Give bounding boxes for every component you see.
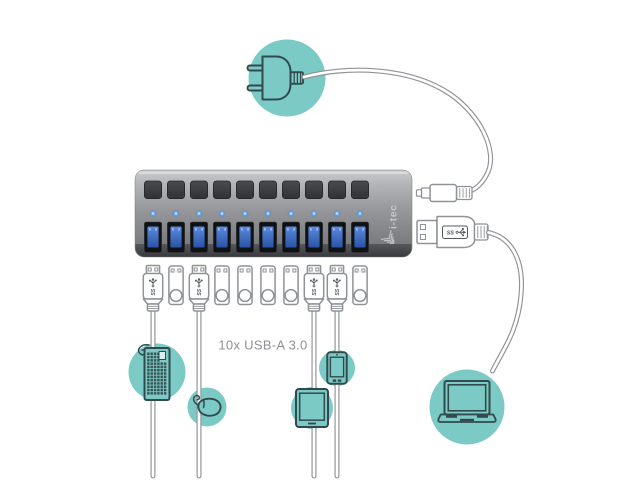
usb-port xyxy=(350,221,369,253)
mouse-icon xyxy=(192,394,222,417)
usb-plug-empty xyxy=(283,265,299,306)
usb-plug-empty xyxy=(260,265,276,306)
led-indicator xyxy=(172,209,180,218)
hub-ports xyxy=(144,221,369,253)
usb-plug-empty xyxy=(214,265,230,306)
hub-top-highlight xyxy=(139,171,408,175)
usb-port xyxy=(281,221,300,253)
usb-port xyxy=(144,221,163,253)
usb-port xyxy=(213,221,232,253)
hub-button xyxy=(166,180,185,200)
hub-button xyxy=(143,180,162,200)
hub-button xyxy=(235,180,254,200)
tablet-icon xyxy=(295,388,329,428)
led-indicator xyxy=(333,209,341,218)
usb-plug-empty xyxy=(168,265,184,306)
led-indicator xyxy=(241,209,249,218)
usb-port xyxy=(190,221,209,253)
hub-button xyxy=(212,180,231,200)
usb-plug-connected xyxy=(326,264,348,479)
hub-button xyxy=(189,180,208,200)
laptop-icon xyxy=(437,380,497,423)
hub-button xyxy=(350,180,369,200)
hub-button xyxy=(281,180,300,200)
usb-port xyxy=(304,221,323,253)
led-indicator xyxy=(310,209,318,218)
usb-plug-connected xyxy=(142,264,164,479)
hub-brand-logo: i-tec xyxy=(388,204,400,229)
power-cable xyxy=(301,67,494,194)
led-indicator xyxy=(264,209,272,218)
hub-buttons xyxy=(143,180,369,200)
usb-port xyxy=(167,221,186,253)
usb-port xyxy=(258,221,277,253)
power-plug-group xyxy=(246,39,326,117)
led-indicator xyxy=(195,209,203,218)
usb-hub: i-tec xyxy=(134,169,413,258)
led-indicator xyxy=(149,209,157,218)
laurel-icon xyxy=(380,230,395,244)
keyboard-icon xyxy=(137,343,171,401)
hub-button xyxy=(304,180,323,200)
led-indicator xyxy=(218,209,226,218)
hub-button xyxy=(258,180,277,200)
usb-b-plug xyxy=(416,215,489,249)
usb-plug-empty xyxy=(352,265,368,306)
usb-plug-connected xyxy=(188,264,210,479)
hub-button xyxy=(327,180,346,200)
usb-port xyxy=(236,221,255,253)
device-icons xyxy=(137,343,348,428)
led-indicator xyxy=(287,209,295,218)
usb-b-cable xyxy=(486,230,524,374)
dc-jack xyxy=(415,183,473,203)
caption-text: 10x USB-A 3.0 xyxy=(218,338,307,353)
usb-port xyxy=(327,221,346,253)
hub-leds xyxy=(149,209,364,218)
power-plug-icon xyxy=(246,55,304,101)
led-indicator xyxy=(356,209,364,218)
smartphone-icon xyxy=(326,351,348,385)
usb-plug-empty xyxy=(237,265,253,306)
